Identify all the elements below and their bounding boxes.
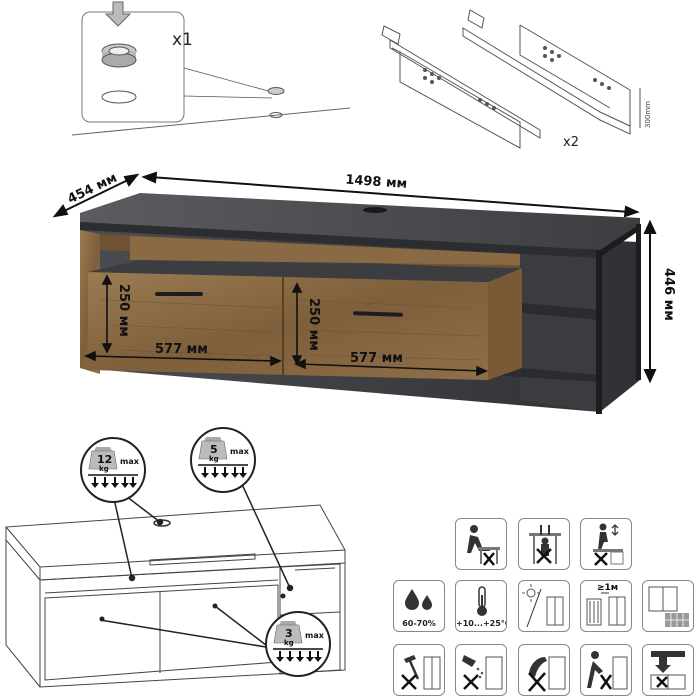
no-leaning-icon xyxy=(580,644,632,696)
load-max: max xyxy=(230,447,249,456)
drawer-slides xyxy=(381,9,641,149)
load-badge-12kg: 12 kg max xyxy=(80,437,146,503)
hardware-illustration: x1 x2 300mm xyxy=(71,1,652,150)
no-hanging-icon xyxy=(518,518,570,570)
tv-stand-illustration: 454 мм 1498 мм 446 мм xyxy=(52,171,676,414)
load-unit: kg xyxy=(209,455,219,463)
load-value: 5 xyxy=(210,443,218,456)
heater-distance-label: ≥1м xyxy=(597,583,619,593)
no-water-icon xyxy=(455,644,507,696)
load-value: 12 xyxy=(97,453,113,466)
load-unit: kg xyxy=(284,639,294,647)
humidity-icon: 60-70% xyxy=(393,580,445,632)
right-drawer-handle xyxy=(353,311,403,317)
no-abrasive-cleaning-icon xyxy=(518,644,570,696)
humidity-range: 60-70% xyxy=(402,619,436,628)
cable-grommet xyxy=(363,207,387,213)
temperature-range: +10...+25°C xyxy=(456,619,507,628)
load-max: max xyxy=(305,631,324,640)
load-value: 3 xyxy=(285,627,293,640)
left-drawer-handle xyxy=(155,292,203,296)
load-badge-5kg: 5 kg max xyxy=(190,427,256,493)
dimension-lines xyxy=(52,171,657,384)
indoor-use-icon xyxy=(642,580,694,632)
left-drawer-height: 250 мм xyxy=(116,284,131,337)
left-drawer-width: 577 мм xyxy=(155,342,208,357)
no-hammer-icon xyxy=(393,644,445,696)
no-heavy-items-icon xyxy=(642,644,694,696)
load-diagram xyxy=(4,479,346,688)
load-unit: kg xyxy=(99,465,109,473)
temperature-icon: +10...+25°C xyxy=(455,580,507,632)
load-badge-3kg: 3 kg max xyxy=(265,611,331,677)
tabletop xyxy=(80,193,640,250)
slide-length: 300mm xyxy=(644,101,652,128)
grommet-quantity: x1 xyxy=(172,30,193,50)
no-climbing-icon xyxy=(580,518,632,570)
grommet-callout xyxy=(71,1,351,136)
right-drawer-width: 577 мм xyxy=(350,351,403,366)
right-drawer-height: 250 мм xyxy=(306,298,321,351)
slides-quantity: x2 xyxy=(563,135,579,150)
height-label: 446 мм xyxy=(661,268,676,321)
heater-distance-icon: ≥1м xyxy=(580,580,632,632)
no-direct-sunlight-icon xyxy=(518,580,570,632)
width-label: 1498 мм xyxy=(345,173,408,192)
no-sitting-icon xyxy=(455,518,507,570)
load-max: max xyxy=(120,457,139,466)
